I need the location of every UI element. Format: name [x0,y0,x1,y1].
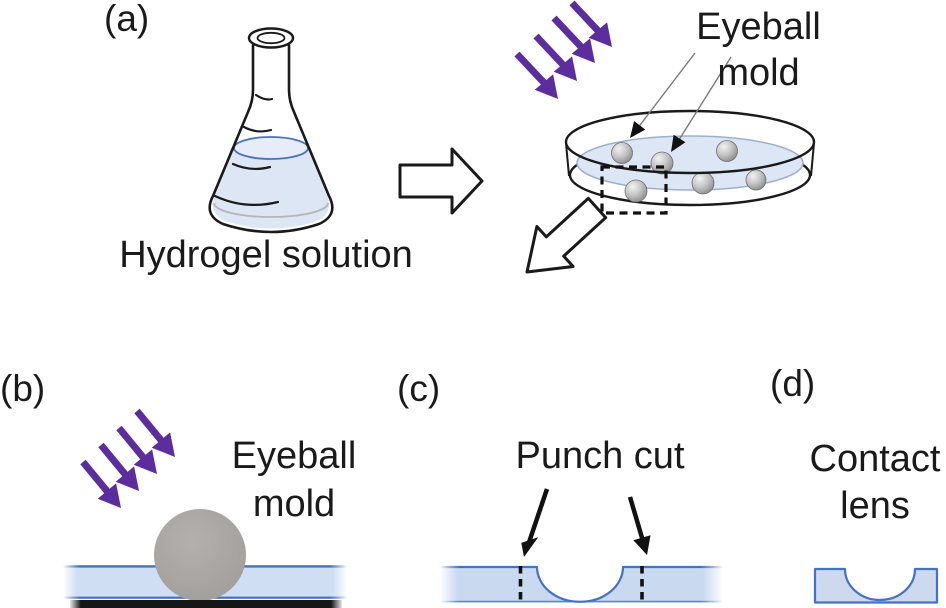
panel-c-label: (c) [397,368,441,409]
petri-dish-icon [564,109,816,215]
eyeball-mold-spheres [611,140,767,203]
dashed-cut-line-icon [518,566,644,602]
process-arrow-right-icon [398,147,484,215]
contact-lens-label: Contact lens [775,436,946,530]
contact-lens-icon [813,567,939,604]
punch-cut-label: Punch cut [515,435,685,477]
flask-liquid-surface [233,136,309,160]
substrate-bar [70,600,342,608]
hydrogel-layer-c [440,565,723,603]
uv-arrows-b-icon [80,408,175,508]
panel-a-label: (a) [104,0,150,39]
eyeball-mold-label-b: Eyeball mold [194,432,394,528]
dish-hydrogel-layer [576,135,804,191]
uv-arrows-icon [514,0,612,99]
eyeball-mold-label-b-line1: Eyeball [231,435,357,477]
panel-d-label: (d) [770,363,816,404]
eyeball-mold-label-a-line2: mold [717,52,800,94]
process-arrow-down-left-icon [525,196,608,274]
eyeball-mold-label-b-line2: mold [252,483,336,525]
eyeball-mold-label-a-line1: Eyeball [696,6,821,48]
panel-b-label: (b) [0,368,46,409]
flask-graduation-marks [213,93,280,206]
hydrogel-solution-caption: Hydrogel solution [119,234,413,276]
contact-lens-label-line1: Contact [809,438,941,480]
contact-lens-label-line2: lens [840,485,910,527]
dashed-region-box [600,165,668,215]
flask-icon [208,27,334,234]
eyeball-mold-label-a: Eyeball mold [656,4,861,96]
flask-base-arc [213,202,329,218]
mold-leader-lines [630,52,732,152]
punch-cut-arrows-icon [521,488,651,557]
eyeball-mold-sphere-b [154,509,246,601]
